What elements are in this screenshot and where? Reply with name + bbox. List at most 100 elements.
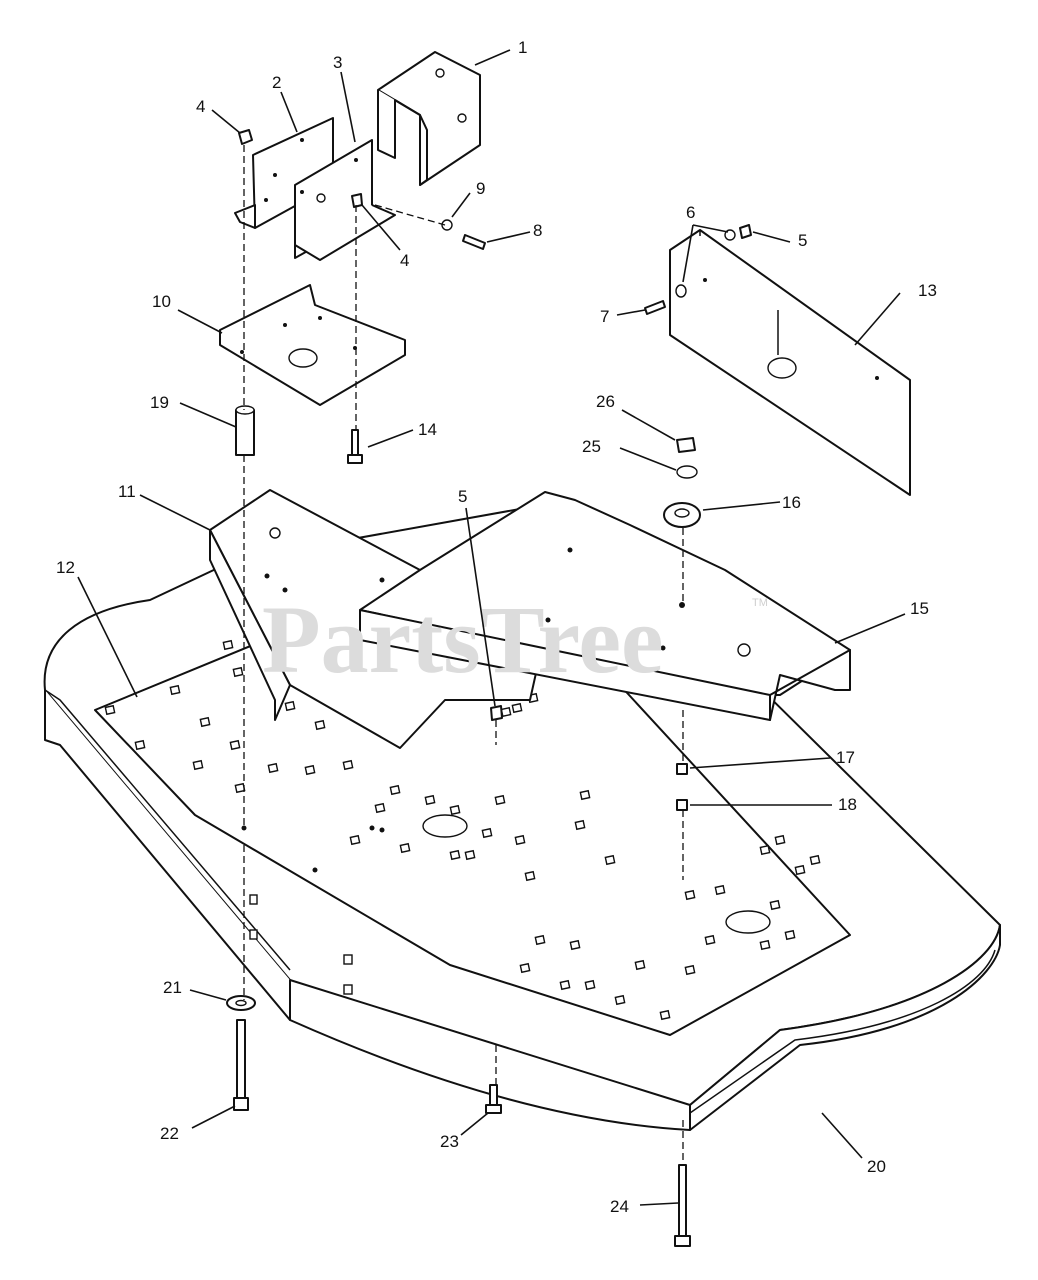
plate-perforation bbox=[342, 759, 354, 771]
nut-26 bbox=[676, 437, 696, 453]
plate-perforation bbox=[314, 719, 326, 731]
plate-perforation bbox=[234, 782, 246, 794]
plate-perforation bbox=[684, 964, 696, 976]
plate-perforation bbox=[519, 962, 531, 974]
callout-25: 25 bbox=[582, 437, 601, 456]
plate-perforation bbox=[494, 794, 506, 806]
plate-perforation bbox=[584, 979, 596, 991]
part-17 bbox=[676, 763, 688, 775]
plate-perforation bbox=[759, 844, 771, 856]
plate-3 bbox=[294, 139, 396, 261]
callout-5-center: 5 bbox=[458, 487, 467, 506]
tray-10 bbox=[219, 284, 406, 406]
bolt-22 bbox=[236, 1019, 246, 1101]
callout-3: 3 bbox=[333, 53, 342, 72]
plate-perforation bbox=[222, 639, 234, 651]
nut-5 bbox=[739, 224, 752, 239]
right-cover bbox=[359, 491, 851, 721]
plate-perforation bbox=[769, 899, 781, 911]
callout-labels: 1 2 3 4 4 9 8 6 5 7 13 10 19 14 26 25 16… bbox=[56, 38, 937, 1216]
callout-12: 12 bbox=[56, 558, 75, 577]
plate-perforation bbox=[267, 762, 279, 774]
plate-perforation bbox=[481, 827, 493, 839]
plate-perforation bbox=[229, 739, 241, 751]
plate-perforation bbox=[574, 819, 586, 831]
plate-perforation bbox=[559, 979, 571, 991]
callout-1: 1 bbox=[518, 38, 527, 57]
plate-bolt-hole bbox=[241, 825, 247, 831]
callout-16: 16 bbox=[782, 493, 801, 512]
plate-perforation bbox=[794, 864, 806, 876]
plate-perforation bbox=[714, 884, 726, 896]
plate-perforation bbox=[389, 784, 401, 796]
plate-perforation bbox=[524, 870, 536, 882]
callout-11: 11 bbox=[118, 482, 136, 501]
callout-7: 7 bbox=[600, 307, 609, 326]
bolt-8 bbox=[462, 234, 486, 250]
plate-perforation bbox=[449, 849, 461, 861]
callout-4-right: 4 bbox=[400, 251, 409, 270]
plate-perforation bbox=[104, 704, 116, 716]
callout-5-right: 5 bbox=[798, 231, 807, 250]
plate-perforation bbox=[784, 929, 796, 941]
side-panel bbox=[669, 229, 911, 496]
washer-9 bbox=[441, 219, 453, 231]
bolt-head-4-left bbox=[238, 129, 253, 145]
callout-26: 26 bbox=[596, 392, 615, 411]
bolt-24 bbox=[678, 1164, 687, 1239]
plate-perforation bbox=[304, 764, 316, 776]
callout-24: 24 bbox=[610, 1197, 629, 1216]
callout-8: 8 bbox=[533, 221, 542, 240]
watermark: PartsTree bbox=[262, 586, 664, 693]
callout-17: 17 bbox=[836, 748, 855, 767]
plate-perforation bbox=[399, 842, 411, 854]
floor-plate-holes bbox=[104, 639, 821, 1021]
plate-perforation bbox=[134, 739, 146, 751]
plate-perforation bbox=[284, 700, 296, 712]
leader-lines bbox=[77, 49, 906, 1206]
plate-perforation bbox=[192, 759, 204, 771]
callout-14: 14 bbox=[418, 420, 437, 439]
plate-perforation bbox=[534, 934, 546, 946]
plate-bolt-hole bbox=[369, 825, 375, 831]
plate-perforation bbox=[449, 804, 461, 816]
callout-22: 22 bbox=[160, 1124, 179, 1143]
plate-perforation bbox=[464, 849, 476, 861]
nut-5-center bbox=[490, 705, 503, 721]
plate-perforation bbox=[579, 789, 591, 801]
bolt-head-4-right bbox=[351, 193, 363, 208]
plate-perforation bbox=[569, 939, 581, 951]
plate-perforation bbox=[511, 702, 523, 714]
plate-perforation bbox=[374, 802, 386, 814]
plate-perforation bbox=[199, 716, 211, 728]
plate-perforation bbox=[614, 994, 626, 1006]
plate-perforation bbox=[232, 666, 244, 678]
callout-13: 13 bbox=[918, 281, 937, 300]
callout-2: 2 bbox=[272, 73, 281, 92]
bracket-1 bbox=[377, 51, 481, 186]
plate-perforation bbox=[634, 959, 646, 971]
plate-perforation bbox=[424, 794, 436, 806]
callout-18: 18 bbox=[838, 795, 857, 814]
plate-bolt-hole bbox=[379, 827, 385, 833]
assembly-lines bbox=[243, 145, 684, 1165]
plate-perforation bbox=[704, 934, 716, 946]
plate-perforation bbox=[809, 854, 821, 866]
part-18 bbox=[676, 799, 688, 811]
watermark-trademark: TM bbox=[752, 597, 768, 609]
washer-25 bbox=[676, 465, 698, 479]
callout-10: 10 bbox=[152, 292, 171, 311]
spacer-19 bbox=[235, 409, 255, 456]
plate-perforation bbox=[684, 889, 696, 901]
hardware bbox=[226, 129, 752, 1247]
callout-9: 9 bbox=[476, 179, 485, 198]
callout-15: 15 bbox=[910, 599, 929, 618]
plate-perforation bbox=[169, 684, 181, 696]
callout-21: 21 bbox=[163, 978, 182, 997]
plate-perforation bbox=[349, 834, 361, 846]
plate-perforation bbox=[774, 834, 786, 846]
plate-perforation bbox=[500, 706, 512, 718]
washer-6-left bbox=[675, 284, 687, 298]
callout-20: 20 bbox=[867, 1157, 886, 1176]
